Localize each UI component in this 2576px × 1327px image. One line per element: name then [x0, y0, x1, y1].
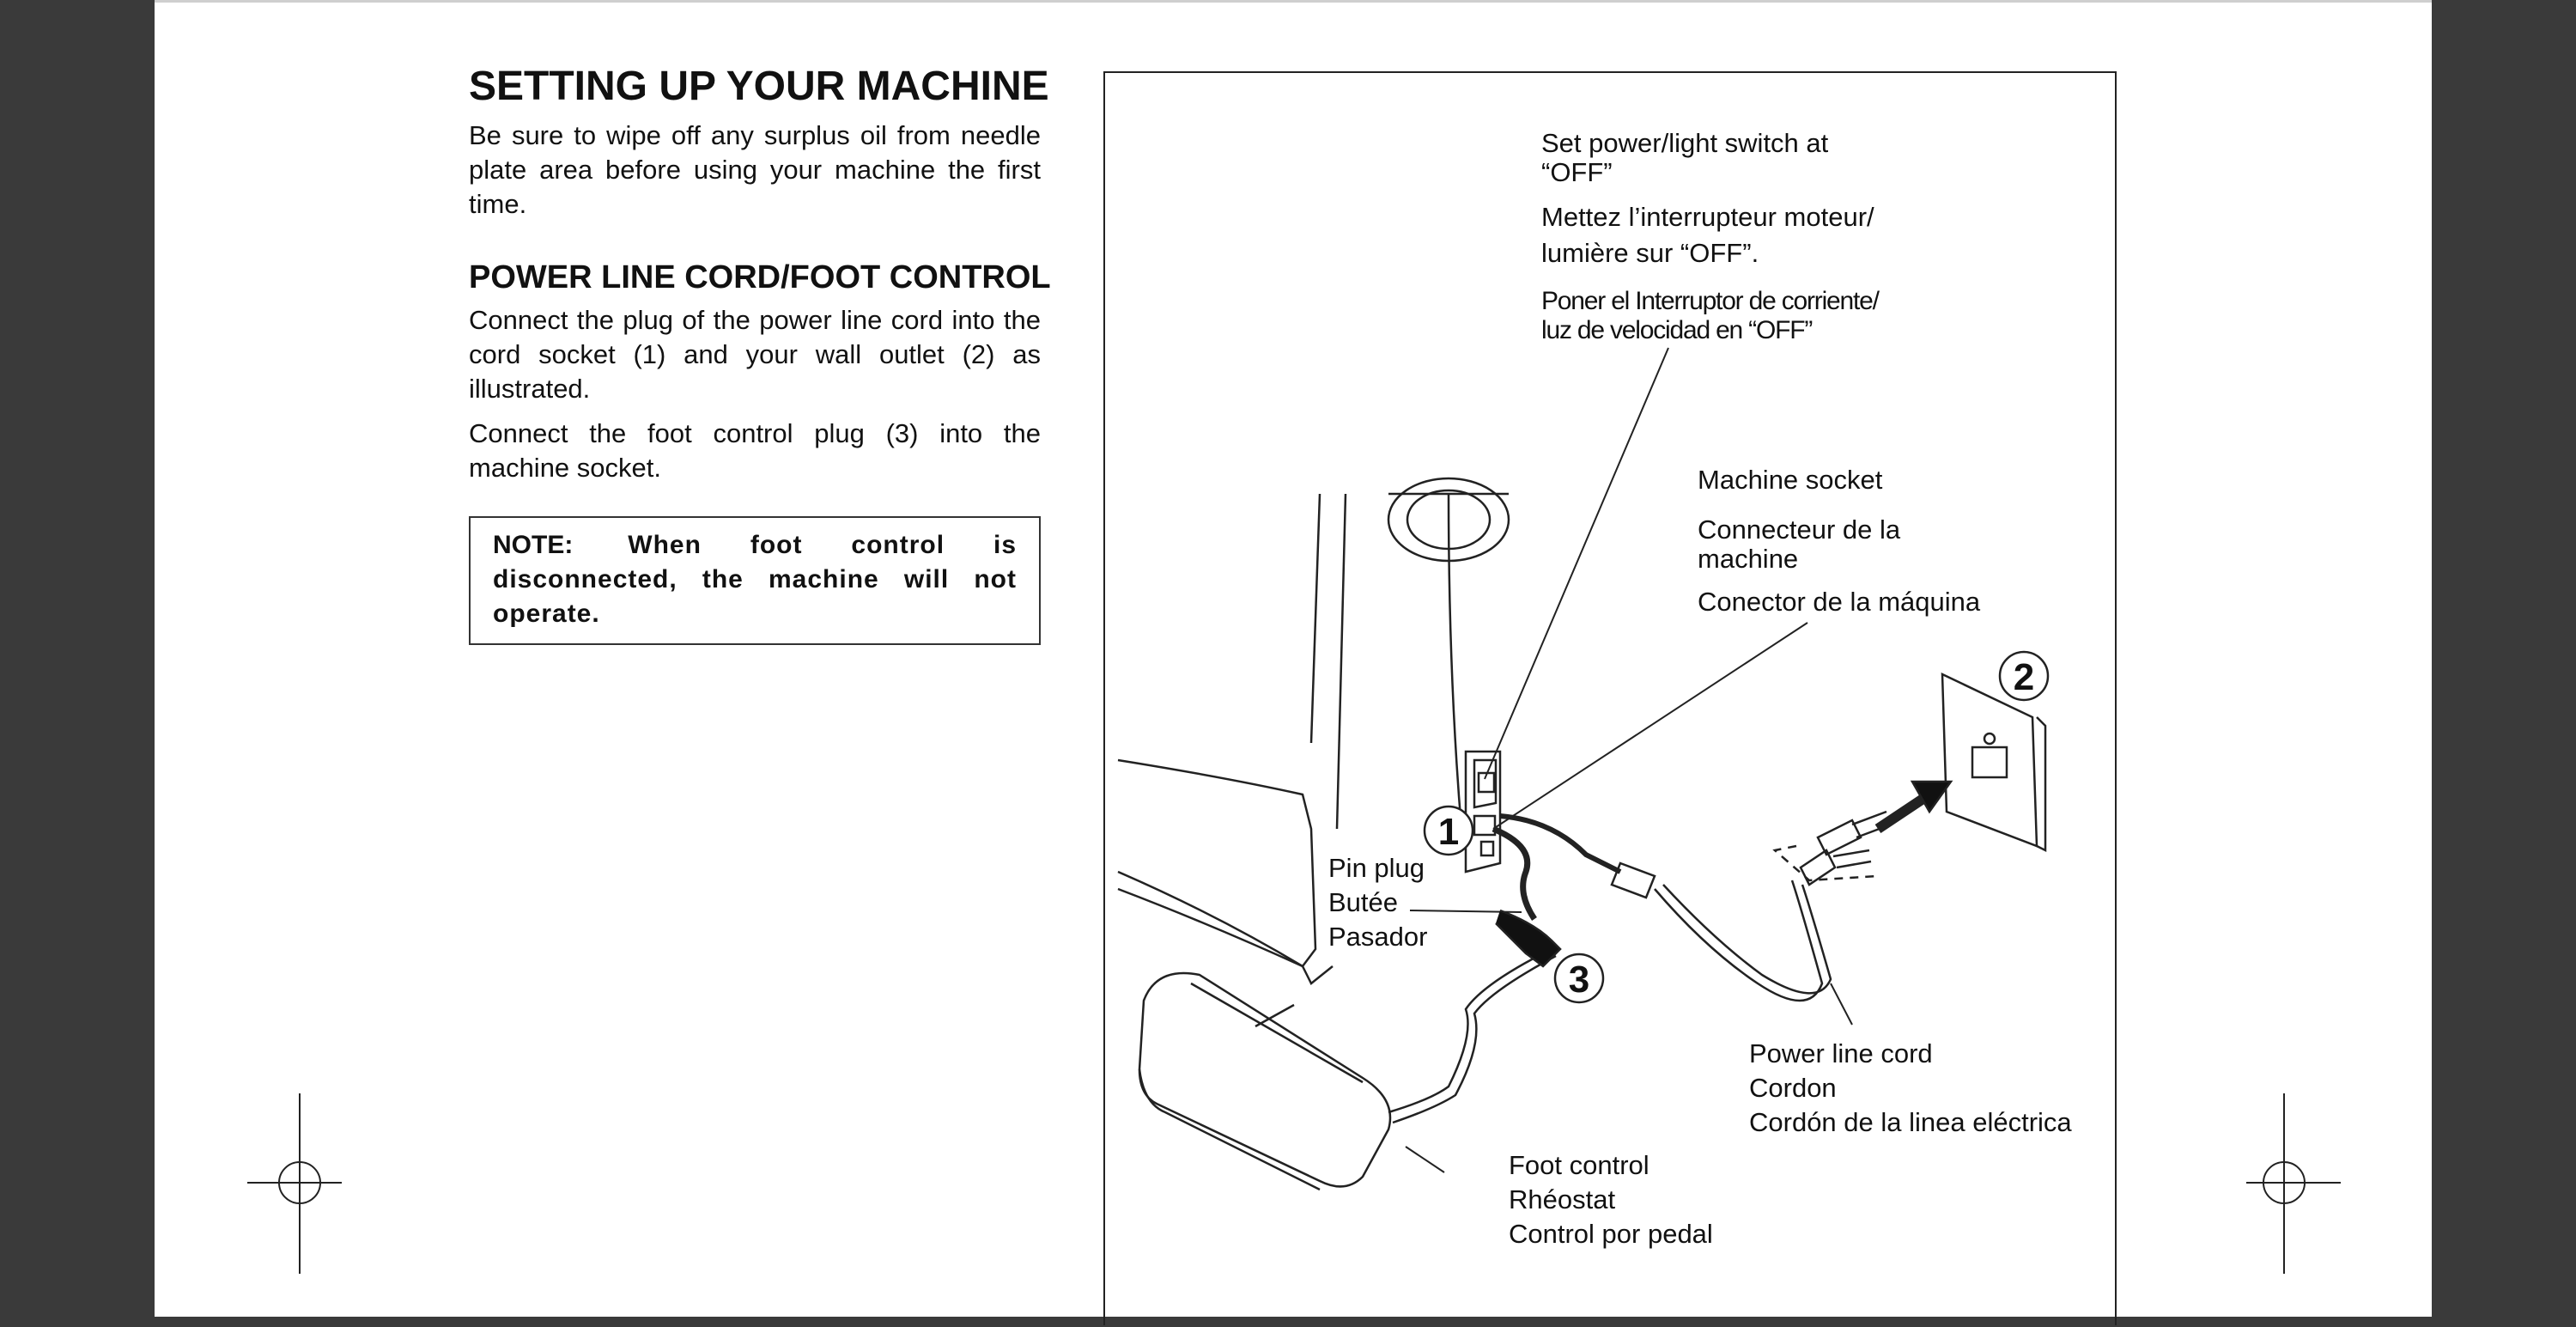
note-label: NOTE:: [493, 531, 574, 559]
foot-label-es: Control por pedal: [1509, 1219, 1713, 1249]
page-title: SETTING UP YOUR MACHINE: [469, 64, 1049, 109]
note-text: When foot control is disconnected, the m…: [493, 531, 1018, 628]
pin-label-es: Pasador: [1328, 922, 1428, 952]
socket-label-fr-2: machine: [1698, 544, 1799, 574]
foot-label-fr: Rhéostat: [1509, 1184, 1616, 1214]
registration-mark-left: [247, 1093, 342, 1274]
switch-label-es-2: luz de velocidad en “OFF”: [1541, 316, 1813, 344]
sewing-machine-illustration: 1 2 3: [1117, 347, 2050, 1191]
socket-label-fr-1: Connecteur de la: [1698, 514, 1901, 545]
text-column: SETTING UP YOUR MACHINE Be sure to wipe …: [469, 63, 1051, 645]
switch-label-es-1: Poner el Interruptor de corriente/: [1541, 287, 1880, 315]
cord-label-en: Power line cord: [1749, 1038, 1933, 1068]
pin-label-en: Pin plug: [1328, 853, 1425, 883]
callout-1: 1: [1438, 811, 1459, 853]
switch-label-fr-1: Mettez l’interrupteur moteur/: [1541, 202, 1874, 232]
setup-illustration-frame: 1 2 3 Set power/light switch at “OFF” Me…: [1103, 71, 2117, 1325]
note-box: NOTE: When foot control is disconnected,…: [469, 516, 1041, 645]
socket-label-es: Conector de la máquina: [1698, 587, 1981, 617]
cord-label-fr: Cordon: [1749, 1073, 1837, 1103]
switch-label-en-1: Set power/light switch at: [1541, 128, 1829, 158]
foot-label-en: Foot control: [1509, 1150, 1649, 1180]
power-paragraph-2: Connect the foot control plug (3) into t…: [469, 418, 1041, 483]
manual-page: SETTING UP YOUR MACHINE Be sure to wipe …: [155, 0, 2432, 1325]
cord-label-es: Cordón de la linea eléctrica: [1749, 1107, 2072, 1137]
callout-2: 2: [2014, 656, 2034, 698]
registration-mark-right: [2246, 1093, 2341, 1274]
power-paragraph-1: Connect the plug of the power line cord …: [469, 305, 1041, 404]
intro-paragraph: Be sure to wipe off any surplus oil from…: [469, 120, 1041, 219]
switch-label-fr-2: lumière sur “OFF”.: [1541, 238, 1759, 268]
switch-label-en-2: “OFF”: [1541, 157, 1613, 187]
section-heading-power: POWER LINE CORD/FOOT CONTROL: [469, 259, 1051, 295]
socket-label-en: Machine socket: [1698, 465, 1883, 495]
pin-label-fr: Butée: [1328, 887, 1399, 917]
callout-3: 3: [1569, 959, 1589, 1001]
